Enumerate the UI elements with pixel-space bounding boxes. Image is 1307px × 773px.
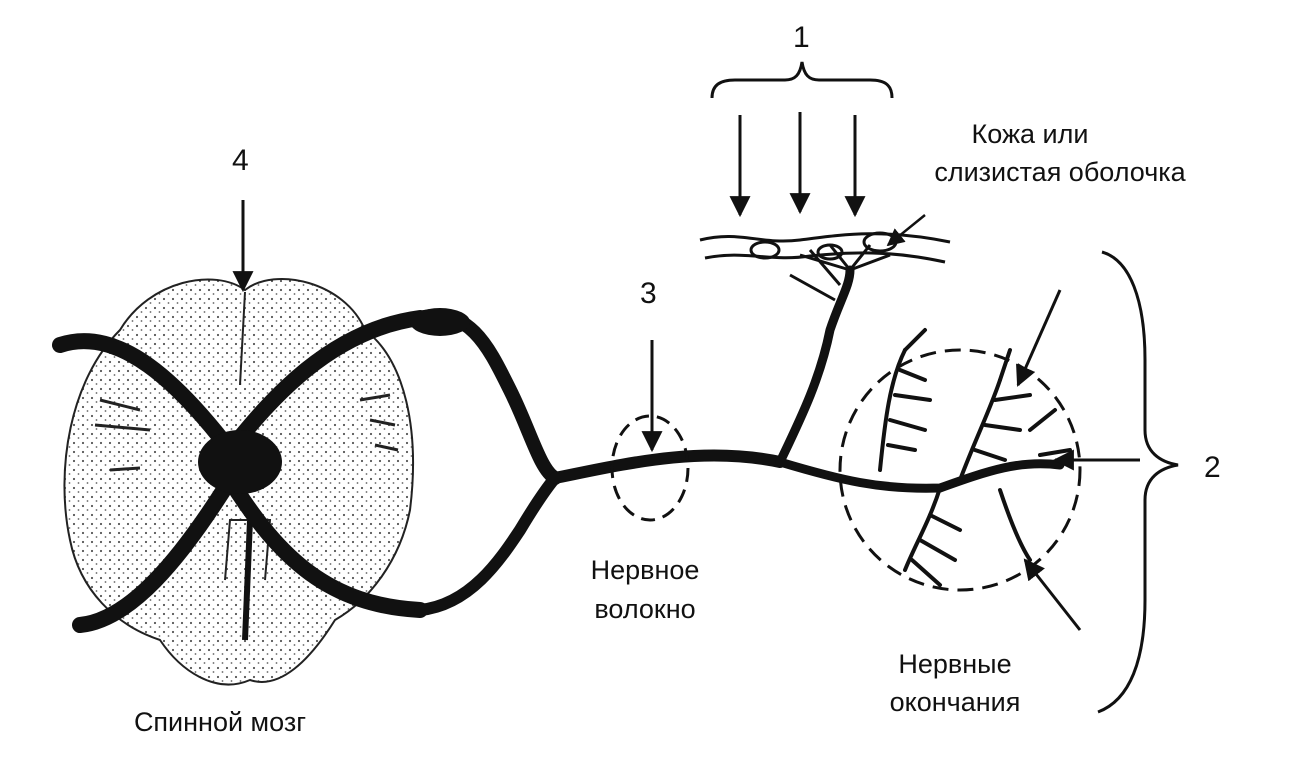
skin-label-line2: слизистая оболочка: [934, 157, 1186, 187]
marker-1-brace: [710, 61, 894, 99]
marker-2-label: 2: [1204, 451, 1221, 484]
endings-label-line1: Нервные: [898, 649, 1012, 679]
spinal-cord-label: Спинной мозг: [133, 707, 307, 737]
marker-2-brace: [1097, 250, 1179, 714]
fiber-highlight-circle: [610, 414, 690, 522]
endings-label-line2: окончания: [889, 687, 1021, 717]
spinal-cord-section: [52, 277, 428, 686]
marker-4-label: 4: [232, 144, 249, 177]
nerve-fiber: [410, 265, 1065, 616]
marker-1-label: 1: [793, 21, 810, 54]
marker-3-label: 3: [640, 277, 657, 310]
stimulus-arrows: [729, 112, 866, 218]
skin-pointer: [886, 214, 926, 247]
fiber-label-line1: Нервное: [590, 555, 700, 585]
nerve-endings-branches: [878, 328, 1072, 587]
fiber-label-line2: волокно: [594, 594, 696, 624]
endings-arrows: [1016, 289, 1140, 631]
endings-highlight-circle: [838, 348, 1082, 592]
skin-label-line1: Кожа или: [971, 119, 1089, 149]
skin-layer: [699, 231, 951, 264]
